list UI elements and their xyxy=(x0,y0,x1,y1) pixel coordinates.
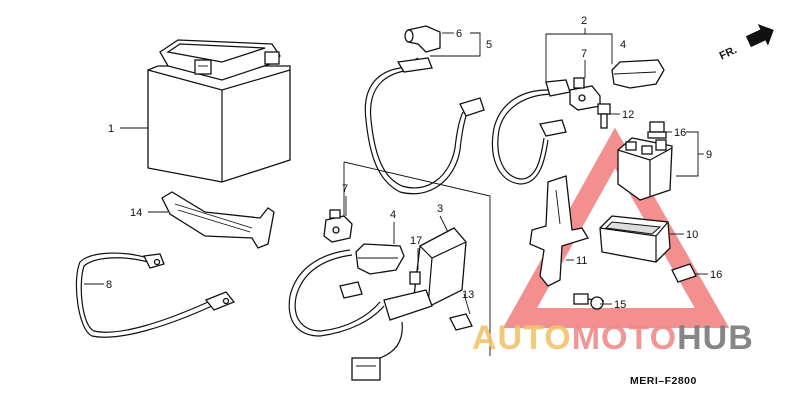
callout-15: 15 xyxy=(614,299,626,311)
callout-4-lower: 4 xyxy=(390,209,396,221)
callout-17: 17 xyxy=(410,235,422,247)
watermark-part2: MOTO xyxy=(572,319,677,357)
callout-13: 13 xyxy=(462,289,474,301)
front-direction-indicator: FR. xyxy=(718,24,774,62)
callout-11: 11 xyxy=(576,255,587,267)
terminal-cover-lower xyxy=(355,243,405,275)
callout-9: 9 xyxy=(706,149,712,161)
callout-2: 2 xyxy=(581,15,587,27)
bolt xyxy=(573,293,605,310)
lower-cable xyxy=(288,249,403,381)
watermark-part1: AUTO xyxy=(472,319,572,357)
terminal-bolt-lower xyxy=(323,209,353,243)
starter-relay xyxy=(617,137,673,201)
relay-cover xyxy=(599,215,671,263)
diagram-code: MERI–F2800 xyxy=(630,375,697,387)
terminal-bolt-upper xyxy=(569,77,601,111)
leader-lines xyxy=(84,28,708,315)
callout-12: 12 xyxy=(622,109,634,121)
callout-7-lower: 7 xyxy=(342,183,348,195)
callout-4-upper: 4 xyxy=(620,39,626,51)
battery-strap xyxy=(161,191,275,249)
negative-cable xyxy=(75,252,236,338)
callout-3: 3 xyxy=(437,203,443,215)
fuse-small xyxy=(409,271,421,285)
callout-1: 1 xyxy=(108,123,114,135)
callout-6: 6 xyxy=(456,28,462,40)
positive-cable xyxy=(364,25,485,195)
relay-cable xyxy=(491,79,571,185)
callout-7-upper: 7 xyxy=(581,48,587,60)
watermark-part3: HUB xyxy=(677,319,754,357)
fuse-box xyxy=(383,227,467,321)
fuse-upper xyxy=(647,121,667,139)
relay-bracket xyxy=(529,175,589,287)
svg-text:AUTOMOTOHUB: AUTOMOTOHUB xyxy=(472,319,754,357)
callout-10: 10 xyxy=(686,229,698,241)
callout-16-upper: 16 xyxy=(674,127,686,139)
watermark-text: AUTOMOTOHUB xyxy=(472,319,754,357)
battery xyxy=(147,39,291,183)
callout-labels: 1 14 8 6 5 2 7 4 12 16 9 10 16 11 15 7 4… xyxy=(106,15,722,311)
callout-5: 5 xyxy=(486,39,492,51)
callout-8: 8 xyxy=(106,279,112,291)
fuse-lower xyxy=(671,263,697,283)
clip xyxy=(449,313,473,331)
callout-16-lower: 16 xyxy=(710,269,722,281)
screw xyxy=(597,103,611,129)
callout-14: 14 xyxy=(130,207,142,219)
direction-label: FR. xyxy=(718,44,739,62)
terminal-cover-upper xyxy=(611,59,665,89)
